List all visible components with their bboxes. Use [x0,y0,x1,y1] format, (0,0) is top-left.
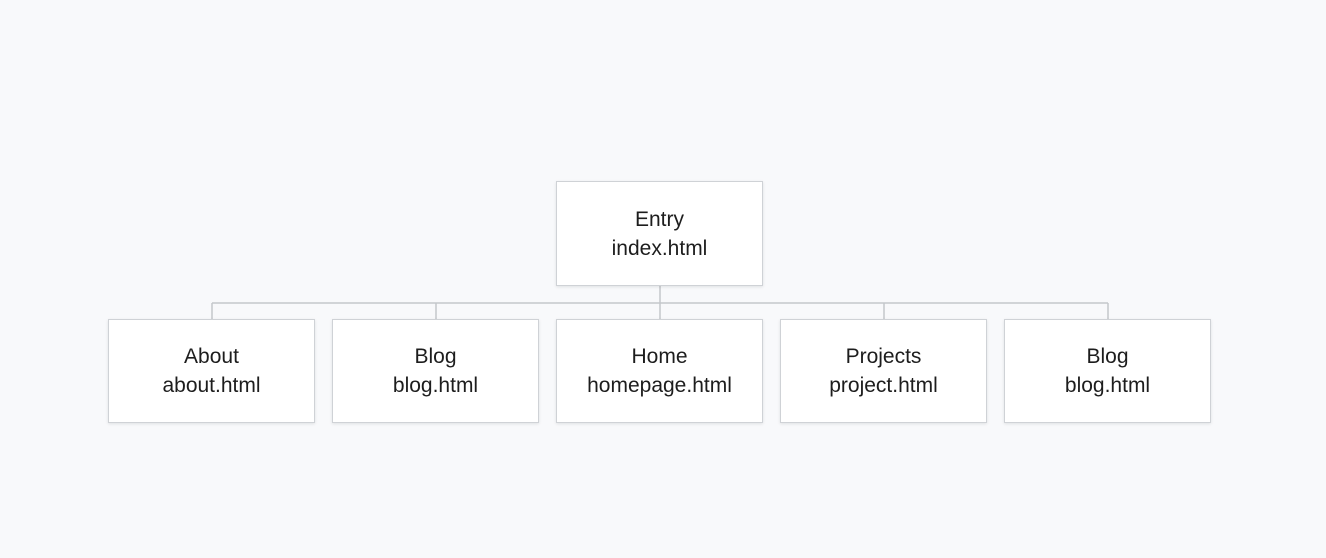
blog-node[interactable]: Blog blog.html [332,319,539,423]
node-filename: blog.html [1064,374,1151,397]
node-title: Blog [1086,345,1129,368]
node-filename: project.html [829,374,938,397]
node-title: Home [631,345,688,368]
node-filename: about.html [162,374,261,397]
node-title: Blog [414,345,457,368]
node-title: Entry [634,207,684,231]
entry-node[interactable]: Entry index.html [556,181,763,286]
projects-node[interactable]: Projects project.html [780,319,987,423]
blog-node-2[interactable]: Blog blog.html [1004,319,1211,423]
home-node[interactable]: Home homepage.html [556,319,763,423]
about-node[interactable]: About about.html [108,319,315,423]
node-filename: index.html [611,236,708,260]
node-title: Projects [845,345,922,368]
node-title: About [184,345,239,368]
node-filename: blog.html [392,374,479,397]
node-filename: homepage.html [587,374,732,397]
